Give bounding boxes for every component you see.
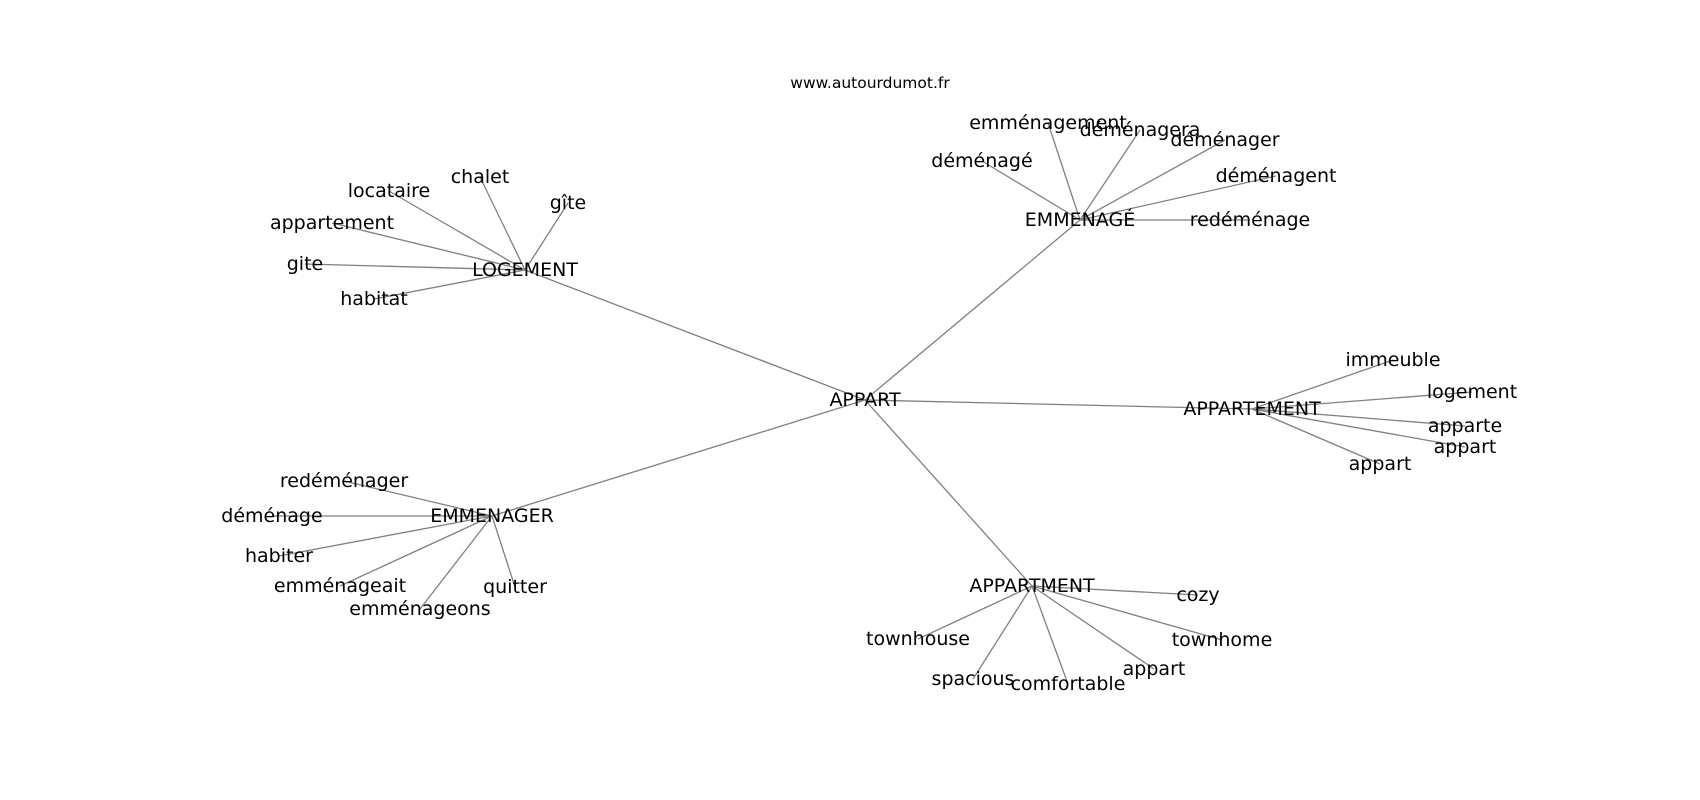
edge-hub-leaf xyxy=(388,190,526,271)
edge-hub-leaf xyxy=(917,585,1033,640)
hub-node: EMMENAGÉ xyxy=(1025,208,1135,231)
hub-node: APPARTMENT xyxy=(969,575,1095,597)
hub-node: APPARTEMENT xyxy=(1183,398,1321,420)
leaf-node: appart xyxy=(1349,453,1412,475)
leaf-node: comfortable xyxy=(1011,673,1126,695)
leaf-node: quitter xyxy=(483,576,547,598)
leaf-node: déménagent xyxy=(1216,165,1337,187)
leaf-node: spacious xyxy=(932,668,1015,690)
leaf-node: logement xyxy=(1427,381,1517,403)
leaf-node: appart xyxy=(1434,436,1497,458)
leaf-node: emménageait xyxy=(274,575,406,597)
edge-hub-leaf xyxy=(479,176,526,271)
edges-layer xyxy=(272,122,1473,685)
hub-node: LOGEMENT xyxy=(472,259,578,281)
edge-center-hub xyxy=(864,399,1253,410)
edge-hub-leaf xyxy=(304,263,526,271)
leaf-node: emménagement xyxy=(969,112,1127,134)
leaf-node: locataire xyxy=(348,180,430,202)
edge-hub-leaf xyxy=(1251,391,1473,410)
leaf-node: redéménage xyxy=(1190,209,1310,231)
edge-hub-leaf xyxy=(524,202,569,271)
leaf-node: déménagera xyxy=(1080,119,1201,141)
edge-hub-leaf xyxy=(1251,359,1394,410)
edge-hub-leaf xyxy=(1079,175,1277,221)
edge-hub-leaf xyxy=(1079,139,1226,221)
edge-center-hub xyxy=(524,269,866,401)
edge-center-hub xyxy=(864,399,1033,587)
leaf-node: apparte xyxy=(1428,415,1502,437)
leaf-node: emménageons xyxy=(349,598,490,620)
edge-hub-leaf xyxy=(1251,408,1466,427)
leaf-node: habitat xyxy=(340,288,408,310)
edge-hub-leaf xyxy=(278,515,493,557)
edge-hub-leaf xyxy=(1251,408,1466,448)
leaf-node: townhouse xyxy=(866,628,970,650)
edge-hub-leaf xyxy=(343,480,493,517)
edge-hub-leaf xyxy=(981,160,1081,221)
leaf-node: appart xyxy=(1123,658,1186,680)
leaf-node: immeuble xyxy=(1345,349,1440,371)
edge-hub-leaf xyxy=(1047,122,1081,221)
edge-hub-leaf xyxy=(491,515,516,588)
edge-hub-leaf xyxy=(972,585,1033,680)
leaf-node: appartement xyxy=(270,212,394,234)
leaf-node: chalet xyxy=(451,166,510,188)
edge-center-hub xyxy=(864,219,1081,401)
edge-hub-leaf xyxy=(419,515,493,610)
leaf-node: habiter xyxy=(245,545,313,567)
edge-hub-leaf xyxy=(331,222,526,271)
leaf-node: gîte xyxy=(550,192,586,214)
source-label: www.autourdumot.fr xyxy=(790,74,950,92)
leaf-node: déménager xyxy=(1170,129,1279,151)
edge-hub-leaf xyxy=(1031,585,1069,685)
edge-hub-leaf xyxy=(1031,585,1155,670)
leaf-node: townhome xyxy=(1172,629,1273,651)
edge-hub-leaf xyxy=(1251,408,1381,465)
leaf-node: déménage xyxy=(221,505,322,527)
leaf-node: gite xyxy=(287,253,323,275)
leaf-node: cozy xyxy=(1176,584,1219,606)
leaf-node: redéménager xyxy=(280,470,408,492)
edge-hub-leaf xyxy=(1079,129,1141,221)
center-node: APPART xyxy=(829,389,901,411)
edge-hub-leaf xyxy=(1031,585,1199,596)
edge-hub-leaf xyxy=(1031,585,1223,641)
edge-center-hub xyxy=(491,399,866,517)
labels-layer: APPARTLOGEMENTchaletgîtelocataireapparte… xyxy=(221,112,1517,695)
leaf-node: déménagé xyxy=(931,150,1032,172)
edge-hub-leaf xyxy=(373,269,526,300)
hub-node: EMMENAGER xyxy=(430,505,554,527)
edge-hub-leaf xyxy=(339,515,493,587)
